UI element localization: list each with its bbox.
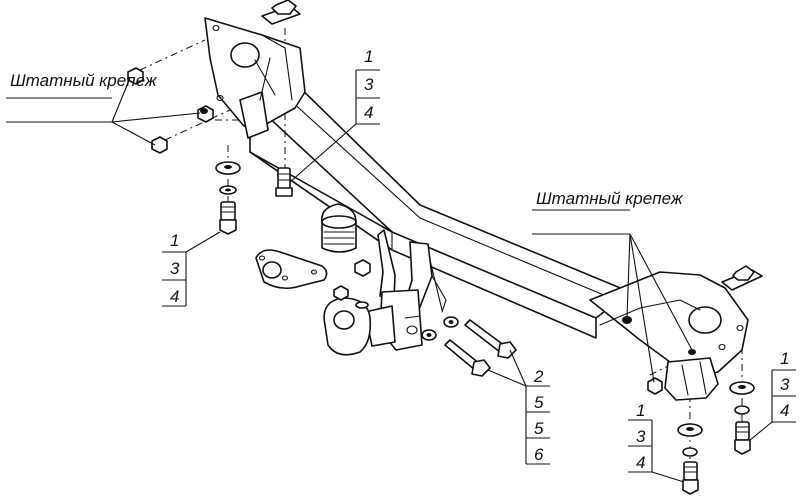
nut — [127, 67, 144, 85]
right-standard-fasteners — [647, 377, 663, 395]
callout-number: 4 — [364, 103, 373, 122]
center-long-bolts — [421, 316, 517, 377]
label-text-line1: Штатный крепеж — [536, 189, 684, 208]
bracket-hole — [230, 42, 260, 68]
callout-number: 5 — [534, 393, 544, 412]
main-crossbeam — [249, 77, 631, 339]
label-standard-fasteners-right: Штатный крепеж — [532, 189, 693, 383]
label-standard-fasteners-left: Штатный крепеж — [6, 71, 201, 146]
ball-mount-small-hardware — [333, 259, 371, 309]
callout-number: 1 — [636, 401, 645, 420]
callout-number: 3 — [636, 427, 646, 446]
callout-number: 2 — [533, 367, 544, 386]
callout-right-edge: 1 3 4 — [749, 349, 796, 441]
label-text-line1: Штатный крепеж — [10, 71, 158, 90]
callout-right-bottom: 1 3 4 — [628, 401, 685, 483]
bracket-hole — [688, 306, 722, 334]
callout-number: 4 — [780, 401, 789, 420]
callout-number: 3 — [170, 259, 180, 278]
callout-number: 1 — [364, 47, 373, 66]
callout-number: 1 — [170, 231, 179, 250]
right-bottom-fastener-stack — [677, 423, 703, 495]
callout-number: 4 — [636, 453, 645, 472]
callout-number: 3 — [364, 75, 374, 94]
callout-number: 1 — [780, 349, 789, 368]
right-mounting-bracket — [589, 271, 749, 401]
left-standard-fasteners — [127, 67, 214, 154]
nut — [151, 136, 168, 154]
top-clamp-plate-left — [261, 0, 301, 25]
callout-number: 3 — [780, 375, 790, 394]
callout-number: 5 — [534, 419, 544, 438]
right-edge-fastener-stack — [729, 381, 755, 455]
left-mounting-bracket — [204, 17, 306, 139]
nut — [647, 377, 663, 395]
left-bottom-fastener-stack — [215, 161, 241, 235]
callout-number: 6 — [534, 445, 544, 464]
ball-mount — [323, 229, 447, 356]
top-clamp-plate-right — [721, 265, 763, 291]
ball-mount-cap — [321, 203, 357, 253]
callout-bottom-center: 2 5 5 6 — [487, 349, 550, 465]
callout-top-center: 1 3 4 — [289, 47, 380, 183]
socket-bracket — [255, 249, 328, 290]
left-long-bolt — [275, 167, 293, 197]
callout-left: 1 3 4 — [162, 231, 221, 307]
callout-number: 4 — [170, 287, 179, 306]
